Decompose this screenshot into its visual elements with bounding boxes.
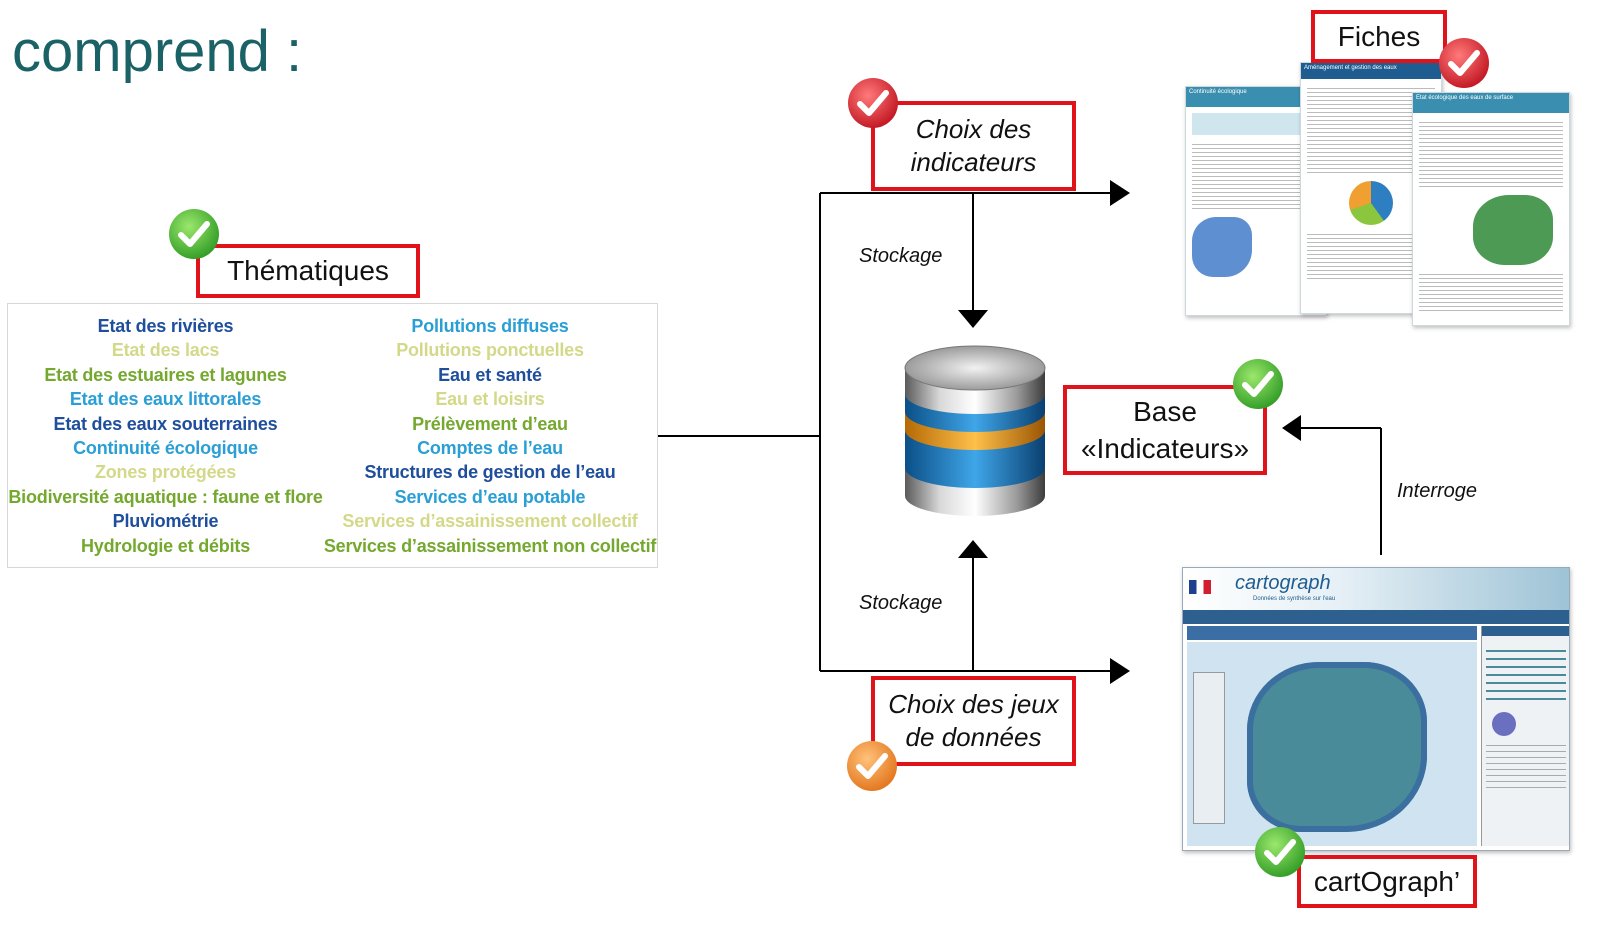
theme-item: Structures de gestion de l’eau (364, 462, 616, 483)
base-line2: «Indicateurs» (1080, 433, 1250, 464)
cartograph-box: cartOgraph’ (1297, 855, 1477, 908)
theme-item: Eau et santé (438, 364, 542, 385)
choix-jeux-line1: Choix des jeux (888, 689, 1059, 719)
fiches-box: Fiches (1311, 10, 1447, 63)
base-indicateurs-box: Base «Indicateurs» (1063, 385, 1267, 475)
cartograph-map-area (1187, 642, 1477, 846)
themes-left-column: Etat des rivières Etat des lacs Etat des… (8, 314, 322, 558)
check-orange-icon (846, 740, 898, 792)
choix-jeux-box: Choix des jeux de données (871, 676, 1076, 766)
france-map-shape (1247, 662, 1427, 832)
cartograph-thumbnail: cartograph Données de synthèse sur l'eau (1182, 567, 1570, 851)
fiche-1-title: Continuité écologique (1186, 87, 1326, 107)
theme-item: Etat des eaux littorales (69, 389, 262, 410)
theme-item: Services d’assainissement collectif (342, 511, 638, 532)
cartograph-legend-panel (1481, 626, 1569, 846)
fiche-2-title: Aménagement et gestion des eaux (1301, 63, 1441, 79)
choix-indicateurs-line2: indicateurs (910, 147, 1037, 177)
check-green-icon (168, 208, 220, 260)
stockage-bottom-label: Stockage (859, 592, 943, 614)
choix-jeux-line2: de données (905, 722, 1042, 752)
theme-item: Pollutions diffuses (411, 316, 569, 336)
themes-panel: Etat des rivières Etat des lacs Etat des… (7, 303, 658, 568)
theme-item: Biodiversité aquatique : faune et flore (8, 486, 323, 507)
theme-item: Pollutions ponctuelles (396, 340, 584, 361)
stockage-top-label: Stockage (859, 245, 943, 267)
fiche-3-title: Etat écologique des eaux de surface (1413, 93, 1569, 113)
check-red-icon (847, 77, 899, 129)
theme-item: Etat des estuaires et lagunes (44, 364, 287, 385)
check-green-icon (1254, 826, 1306, 878)
fiche-thumbnail-3: Etat écologique des eaux de surface (1412, 92, 1570, 326)
choix-indicateurs-line1: Choix des (915, 114, 1032, 144)
theme-item: Etat des eaux souterraines (53, 413, 278, 434)
theme-item: Eau et loisirs (435, 389, 545, 410)
theme-item: Etat des lacs (111, 340, 220, 361)
database-icon (904, 345, 1046, 516)
themes-right-column: Pollutions diffuses Pollutions ponctuell… (323, 314, 657, 558)
theme-item: Continuité écologique (73, 438, 258, 459)
cartograph-subtitle: Données de synthèse sur l'eau (1253, 596, 1336, 602)
check-red-icon (1438, 37, 1490, 89)
heading: comprend : (12, 19, 303, 84)
interroge-label: Interroge (1397, 480, 1478, 502)
theme-item: Services d’assainissement non collectif (323, 535, 657, 556)
cartograph-map-title (1187, 626, 1477, 640)
theme-item: Services d’eau potable (394, 486, 586, 507)
check-green-icon (1232, 358, 1284, 410)
theme-item: Comptes de l’eau (417, 438, 563, 459)
thematiques-box: Thématiques (196, 244, 420, 298)
theme-item: Hydrologie et débits (80, 535, 251, 556)
cartograph-logo: cartograph (1235, 572, 1331, 594)
theme-item: Etat des rivières (97, 316, 234, 336)
theme-item: Prélèvement d’eau (412, 413, 568, 434)
cartograph-toolbar (1183, 610, 1569, 624)
cartograph-header: cartograph Données de synthèse sur l'eau (1183, 568, 1569, 610)
flag-icon (1189, 580, 1211, 594)
choix-indicateurs-box: Choix des indicateurs (871, 101, 1076, 191)
base-line1: Base (1133, 396, 1197, 427)
theme-item: Pluviométrie (112, 511, 219, 532)
theme-item: Zones protégées (94, 462, 237, 483)
